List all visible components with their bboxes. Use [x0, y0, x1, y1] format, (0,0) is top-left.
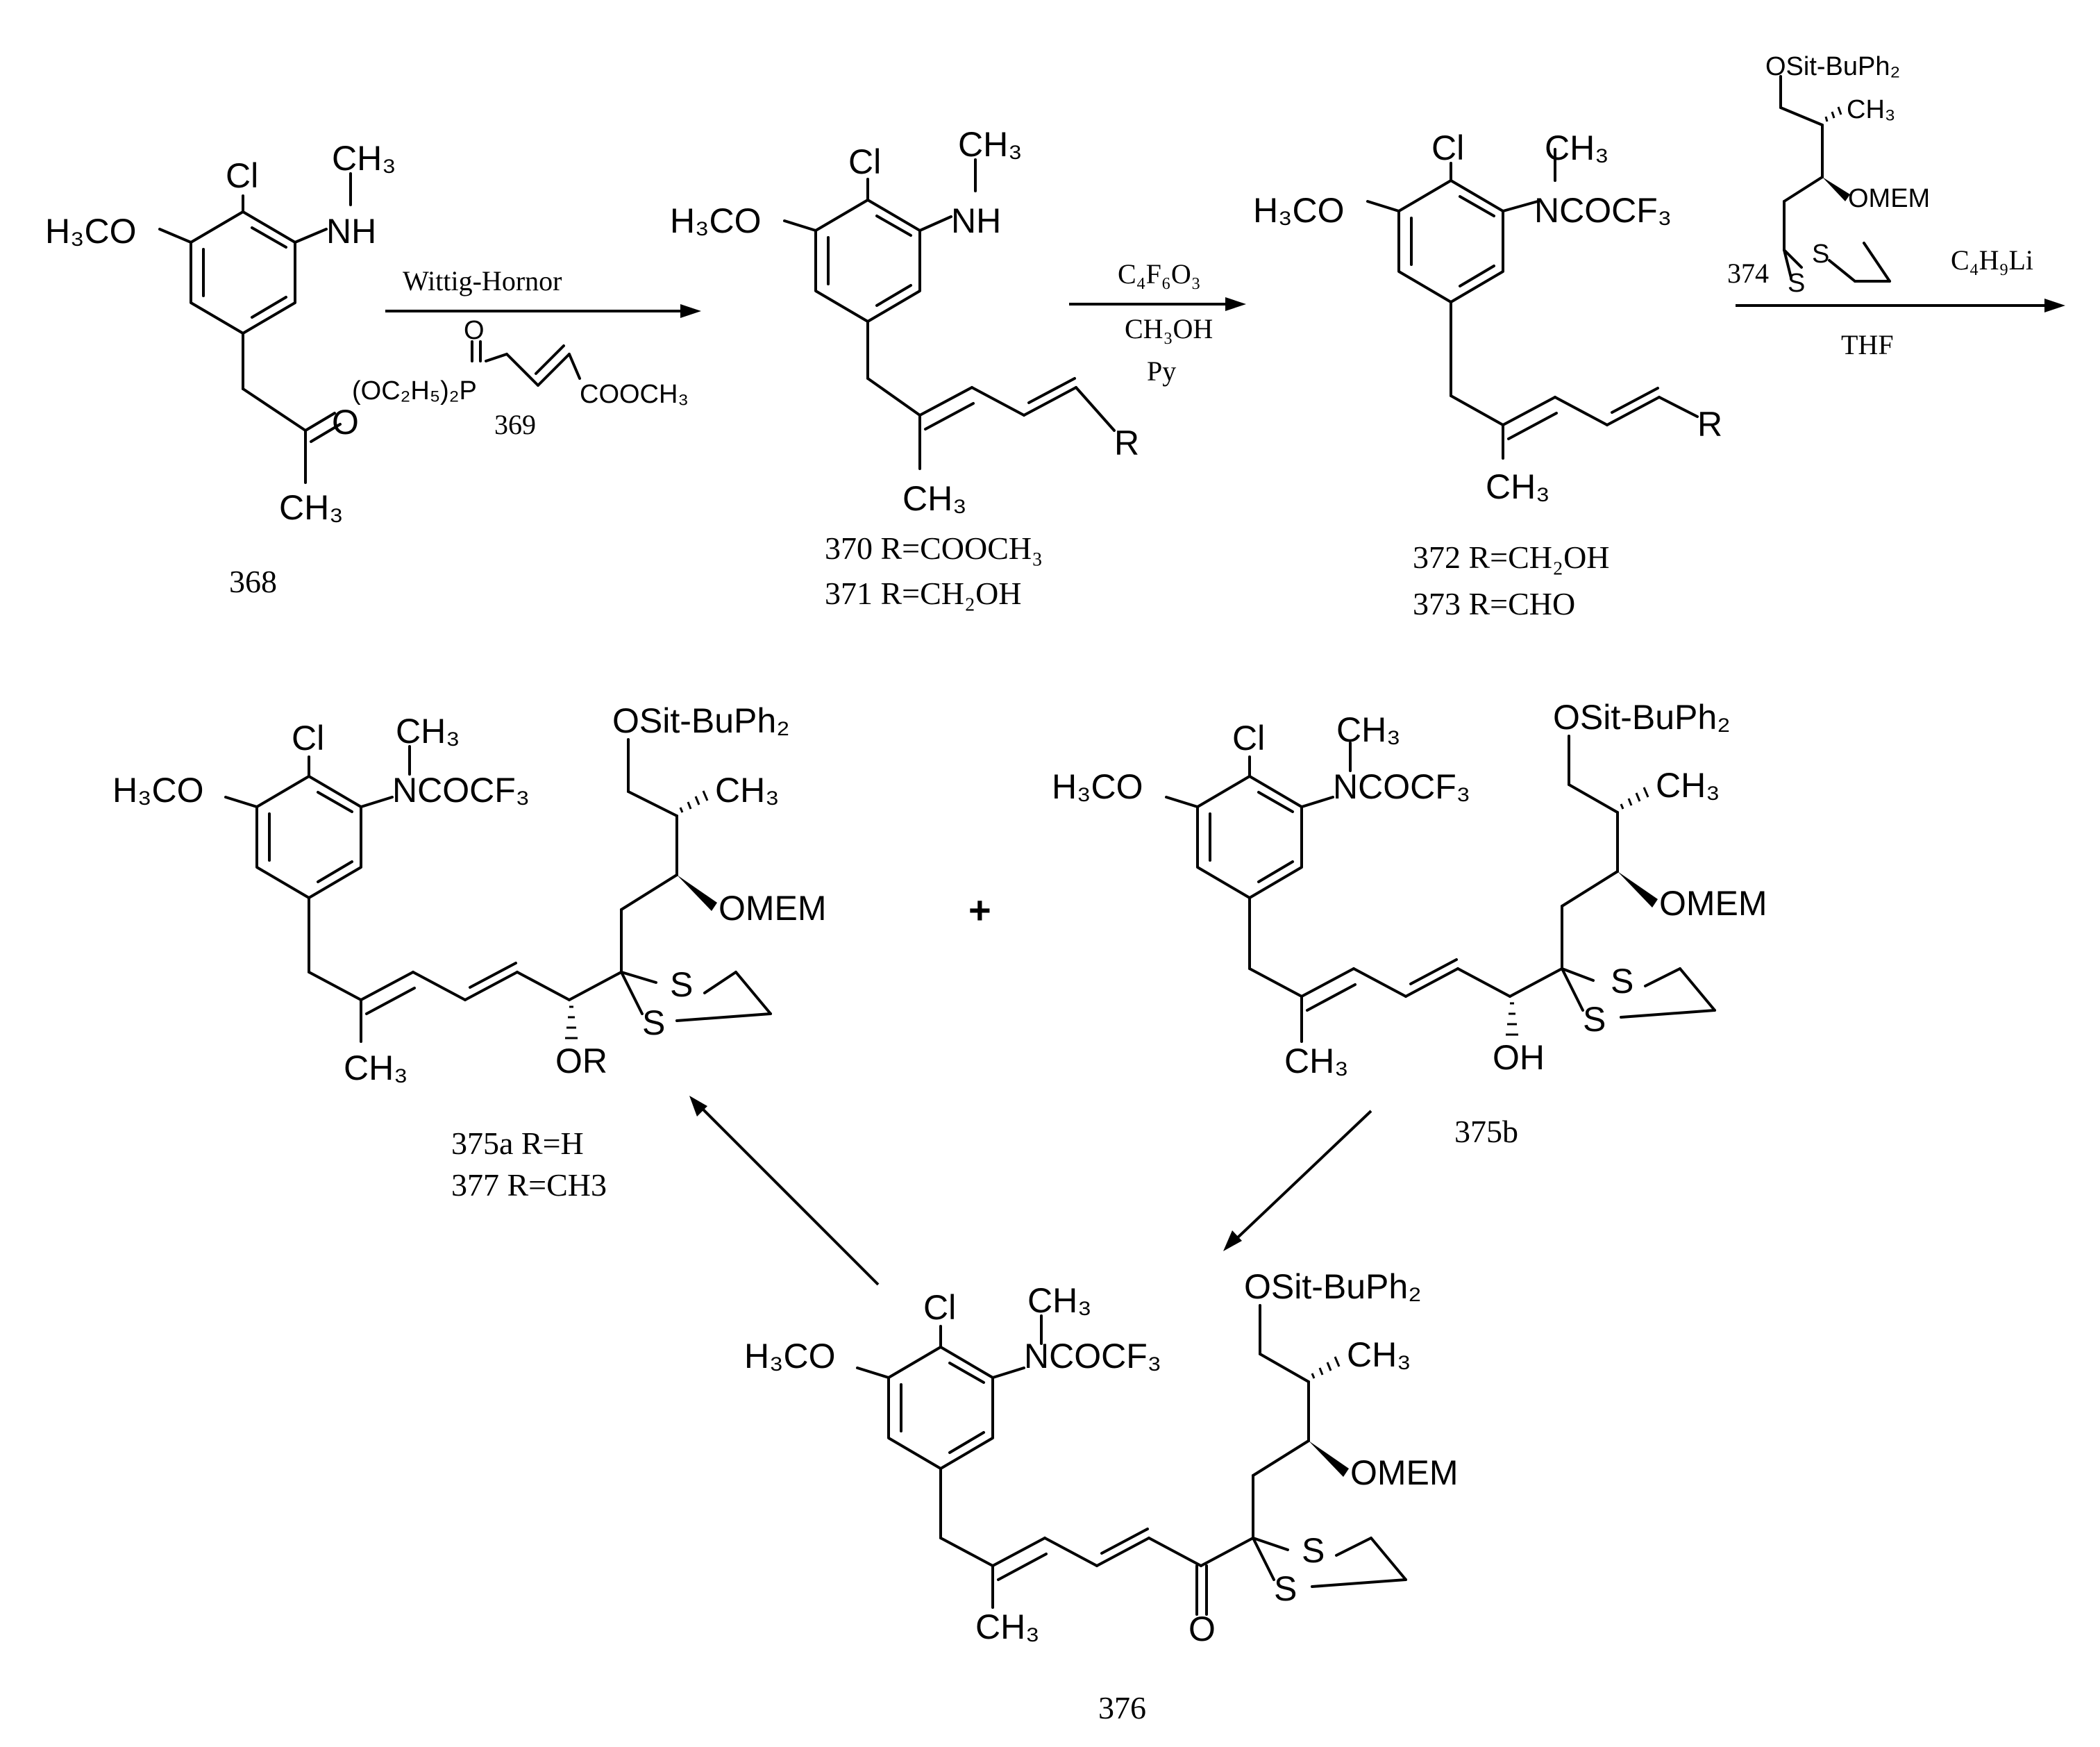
- atom-ch3: CH₃: [279, 488, 344, 527]
- compound-370-371: Cl CH₃ NH H₃CO CH₃ R 370 R=COOCH₃ 371 R=…: [670, 125, 1139, 611]
- atom-ch3: CH₃: [1336, 710, 1401, 749]
- reaction-arrow-2: C₄F₆O₃ CH₃OH Py: [1069, 258, 1246, 387]
- atom-omem: OMEM: [1659, 884, 1767, 923]
- reaction-arrow-1: Wittig-Hornor: [385, 265, 701, 318]
- atom-ch3: CH₃: [715, 771, 780, 810]
- atom-r: R: [1114, 424, 1139, 462]
- atom-ncocf3: NCOCF₃: [1534, 191, 1672, 230]
- atom-ch3: CH₃: [396, 712, 460, 751]
- atom-cl: Cl: [848, 142, 881, 181]
- compound-label-376: 376: [1098, 1690, 1146, 1725]
- atom-o: O: [464, 316, 485, 345]
- atom-ncocf3: NCOCF₃: [392, 771, 530, 810]
- atom-s: S: [1611, 962, 1633, 1001]
- atom-osit-buph2: OSit-BuPh₂: [1765, 52, 1900, 81]
- atom-cooch3: COOCH₃: [580, 380, 689, 409]
- atom-cl: Cl: [226, 156, 258, 195]
- atom-nh: NH: [326, 212, 376, 251]
- compound-368: Cl CH₃ NH H₃CO O CH₃ 368: [45, 139, 396, 599]
- compound-label-369: 369: [494, 409, 536, 440]
- reagent-369: O (OC₂H₅)₂P COOCH₃ 369: [352, 316, 689, 440]
- atom-s: S: [642, 1003, 665, 1042]
- compound-label-373: 373 R=CHO: [1413, 586, 1575, 621]
- atom-cl: Cl: [1232, 719, 1265, 758]
- atom-cl: Cl: [923, 1288, 956, 1327]
- atom-ch3: CH₃: [1284, 1042, 1349, 1080]
- atom-osit-buph2: OSit-BuPh₂: [1244, 1267, 1422, 1306]
- atom-s: S: [1274, 1569, 1297, 1608]
- atom-osit-buph2: OSit-BuPh₂: [1553, 698, 1731, 737]
- atom-omem: OMEM: [1848, 184, 1930, 213]
- atom-h3co: H₃CO: [112, 771, 203, 810]
- atom-ncocf3: NCOCF₃: [1024, 1337, 1161, 1376]
- compound-label-368: 368: [229, 564, 277, 599]
- atom-oh: OH: [1493, 1038, 1545, 1077]
- atom-ch3: CH₃: [1347, 1335, 1411, 1374]
- reagent-py: Py: [1147, 356, 1176, 387]
- reagent-wittig-hornor: Wittig-Hornor: [403, 265, 562, 296]
- reagent-c4f6o3: C₄F₆O₃: [1118, 258, 1201, 290]
- plus-sign: +: [968, 888, 991, 932]
- compound-label-371: 371 R=CH₂OH: [825, 576, 1022, 611]
- atom-osit-buph2: OSit-BuPh₂: [612, 701, 790, 740]
- atom-ncocf3: NCOCF₃: [1333, 767, 1470, 806]
- compound-375b: Cl CH₃ NCOCF₃ H₃CO CH₃ OH S S OSit-BuPh₂…: [1052, 698, 1767, 1149]
- compound-label-375b: 375b: [1454, 1114, 1518, 1149]
- reaction-arrow-3: C₄H₉Li THF: [1736, 244, 2065, 360]
- atom-s: S: [670, 965, 693, 1004]
- reagent-ch3oh: CH₃OH: [1125, 313, 1213, 344]
- compound-label-370: 370 R=COOCH₃: [825, 530, 1043, 566]
- atom-ch3: CH₃: [975, 1607, 1040, 1646]
- atom-h3co: H₃CO: [1253, 191, 1344, 230]
- atom-s: S: [1583, 1000, 1606, 1039]
- atom-ch3: CH₃: [1545, 128, 1609, 167]
- atom-ch3: CH₃: [958, 125, 1023, 164]
- compound-375a-377: Cl CH₃ NCOCF₃ H₃CO CH₃ OR S S OSit-BuPh₂…: [112, 701, 827, 1203]
- atom-cl: Cl: [1431, 128, 1464, 167]
- atom-h3co: H₃CO: [670, 201, 761, 240]
- atom-omem: OMEM: [719, 889, 827, 928]
- reaction-arrow-375b-to-376: [1223, 1110, 1372, 1251]
- atom-phosphonate: (OC₂H₅)₂P: [352, 376, 477, 406]
- atom-o: O: [1188, 1610, 1216, 1648]
- reagent-374: OSit-BuPh₂ CH₃ OMEM S S 374: [1727, 52, 1930, 298]
- atom-o: O: [332, 403, 359, 442]
- atom-omem: OMEM: [1350, 1453, 1459, 1492]
- atom-h3co: H₃CO: [744, 1337, 835, 1376]
- atom-ch3: CH₃: [1027, 1281, 1092, 1320]
- compound-label-377: 377 R=CH3: [451, 1167, 607, 1203]
- atom-ch3: CH₃: [1656, 766, 1720, 805]
- reagent-thf: THF: [1841, 329, 1894, 360]
- atom-ch3: CH₃: [332, 139, 396, 178]
- atom-s: S: [1788, 269, 1805, 298]
- atom-s: S: [1812, 240, 1829, 269]
- atom-ch3: CH₃: [1847, 95, 1895, 124]
- atom-r: R: [1697, 405, 1722, 444]
- atom-s: S: [1302, 1531, 1325, 1570]
- atom-h3co: H₃CO: [1052, 767, 1143, 806]
- compound-label-374: 374: [1727, 258, 1769, 289]
- atom-cl: Cl: [292, 719, 324, 758]
- compound-376: Cl CH₃ NCOCF₃ H₃CO CH₃ O S S OSit-BuPh₂ …: [744, 1267, 1459, 1725]
- atom-ch3: CH₃: [902, 479, 967, 518]
- reaction-arrow-376-to-375a: [689, 1096, 880, 1286]
- atom-ch3: CH₃: [1486, 467, 1550, 506]
- atom-or: OR: [555, 1042, 607, 1080]
- atom-ch3: CH₃: [344, 1048, 408, 1087]
- compound-372-373: Cl CH₃ NCOCF₃ H₃CO CH₃ R 372 R=CH₂OH 373…: [1253, 128, 1722, 621]
- reagent-c4h9li: C₄H₉Li: [1951, 244, 2033, 276]
- atom-h3co: H₃CO: [45, 212, 136, 251]
- atom-nh: NH: [951, 201, 1001, 240]
- compound-label-375a: 375a R=H: [451, 1126, 584, 1161]
- compound-label-372: 372 R=CH₂OH: [1413, 540, 1610, 575]
